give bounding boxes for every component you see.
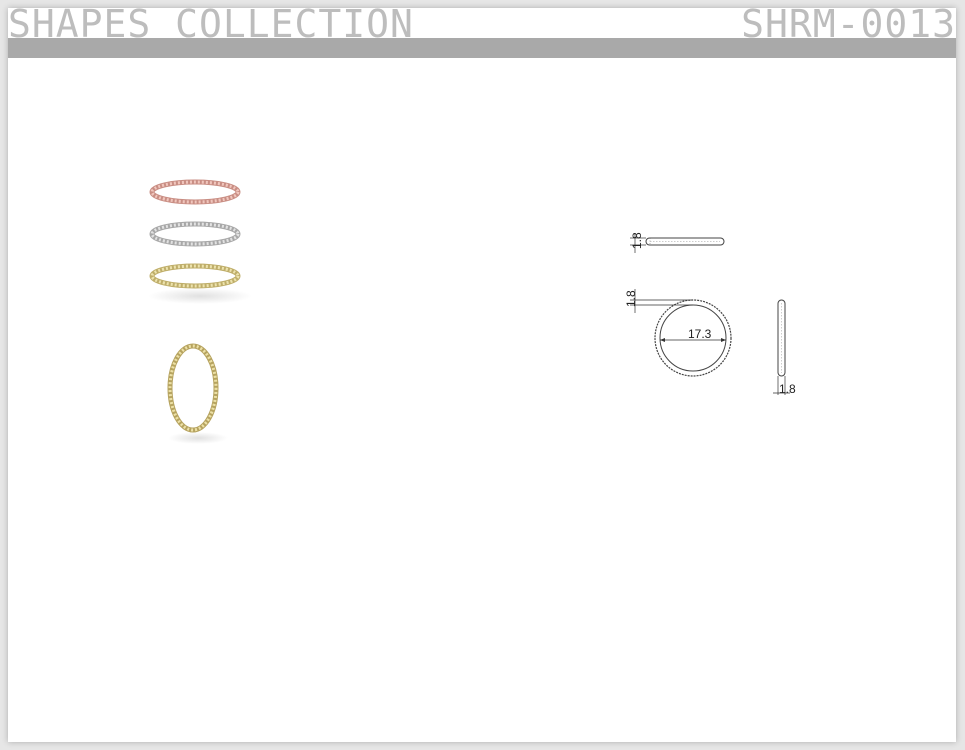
product-code: SHRM-0013 <box>741 8 956 46</box>
collection-title: SHAPES COLLECTION <box>8 8 414 46</box>
inner-diameter-label: 17.3 <box>688 327 712 341</box>
white-gold-ring <box>149 221 241 247</box>
header: SHAPES COLLECTION SHRM-0013 <box>8 8 956 58</box>
side-view-width-label: 1.8 <box>779 382 796 396</box>
yellow-gold-ring <box>149 263 241 289</box>
rose-gold-ring <box>149 179 241 205</box>
front-view-thickness-label: 1.8 <box>624 290 638 307</box>
front-view <box>630 289 732 377</box>
single-ring-image <box>167 343 228 444</box>
top-view <box>630 233 725 253</box>
header-band <box>8 38 956 58</box>
side-view <box>773 299 790 395</box>
stacked-rings-image <box>148 179 252 304</box>
top-view-thickness-label: 1.8 <box>630 232 644 249</box>
technical-drawing: 1.8 17.3 1.8 1.8 <box>624 232 796 396</box>
drawing-sheet: SHAPES COLLECTION SHRM-0013 <box>8 8 956 742</box>
